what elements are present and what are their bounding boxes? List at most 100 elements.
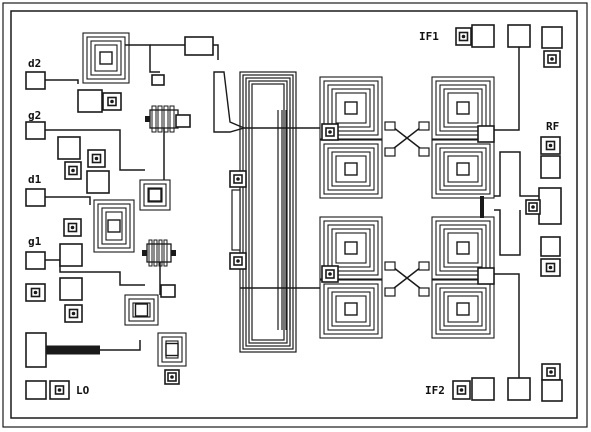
pad-via-dot [170,375,174,379]
trace-if2 [494,273,520,378]
pad-outline [25,251,46,270]
spiral-turn [335,155,367,183]
fet-via [145,116,150,122]
pad-hybrid-right-lower [477,267,495,285]
spiral-center [99,51,113,65]
spiral-center [165,342,179,357]
pad-outline [471,24,495,48]
chip-inner-border [10,10,578,419]
spiral-turn [443,228,483,268]
meander-loop [242,74,294,350]
pad-d1 [25,188,46,207]
pad-small-right [175,114,191,128]
pad-g2-via [87,149,106,168]
trace-rf-upper [494,151,539,197]
diode [418,287,430,297]
spiral-turn [443,151,483,187]
bond-pads [25,24,563,402]
pad-outline [541,26,563,49]
transistor-lower [142,239,176,267]
diode [418,261,430,271]
meander-loop [245,77,291,347]
pad-top-cap [184,36,214,56]
pad-via-dot [549,370,553,374]
spiral-hybrid-4 [431,139,495,199]
meander-loop [251,83,285,341]
spiral-turn [323,80,379,136]
spiral-lo [157,332,187,367]
pad-lo-capacitor [25,332,47,368]
spiral-mid-upper [139,179,171,211]
pad-left-ground [25,283,46,302]
label-d2: d2 [28,57,41,70]
spiral-center [148,188,162,202]
spiral-turn [97,203,131,249]
pad-if2-via [541,363,561,381]
fet-finger [158,239,163,267]
spiral-turn [443,88,483,128]
pad-outline [471,377,495,401]
pad-if2-b [507,377,531,401]
pad-outline [59,243,83,267]
spiral-turn [319,139,383,199]
spiral-center [456,101,470,115]
trace-g2 [45,129,145,171]
diode-ring-lower [384,261,430,297]
pad-if1 [471,24,495,48]
pad-via-dot [328,130,332,134]
meander-loop [239,71,297,353]
spiral-turn [132,302,151,318]
pad-outline [86,170,110,194]
pad-outline [507,24,531,48]
spiral-turn [443,291,483,327]
spiral-turn [319,216,383,280]
label-lo: LO [76,384,90,397]
spiral-turn [319,279,383,339]
pad-d2 [25,71,46,90]
fet-finger [157,105,163,133]
pad-g1-cap2 [59,277,83,301]
pad-outline [25,188,46,207]
pad-lo-via [164,369,180,385]
pad-if2 [471,377,495,401]
spiral-turn [90,40,122,76]
spiral-turn [331,151,371,187]
pad-via-dot [71,311,76,316]
pad-small-upper [151,74,165,86]
pad-rf-via [525,199,541,215]
spiral-hybrid-8 [431,279,495,339]
pad-if1-ground [455,27,472,46]
spiral-turn [327,224,375,272]
spiral-turn [94,44,118,72]
chip-outer-border [2,2,588,428]
spiral-turn [431,139,495,199]
pad-via-dot [71,168,75,173]
label-d1: d1 [28,173,42,186]
diode [384,287,396,297]
spiral-center [456,162,470,176]
meander-transmission-line [231,71,297,353]
spiral-center [456,241,470,255]
pad-via-dot [236,177,240,181]
interconnect-lines [45,44,539,378]
pad-outline [25,121,46,140]
pad-hybrid-left-lower [321,265,339,283]
pad-rf-ground-bot [540,258,561,277]
pad-rf-ground-top [540,136,561,155]
spiral-turn [435,80,491,136]
spiral-turn [327,287,375,331]
spiral-turn [323,283,379,335]
spiral-turn [335,92,367,124]
spiral-turn [435,283,491,335]
trace-to-coupler [213,44,219,60]
spiral-turn [335,295,367,323]
pad-outline [25,332,47,368]
pad-center-lower [229,252,247,270]
fet-finger [148,239,153,267]
pad-outline [77,89,103,113]
diode [418,147,430,157]
spiral-turn [101,207,127,245]
fet-via [142,250,147,256]
spiral-turn [143,183,167,207]
fet-finger [163,105,169,133]
